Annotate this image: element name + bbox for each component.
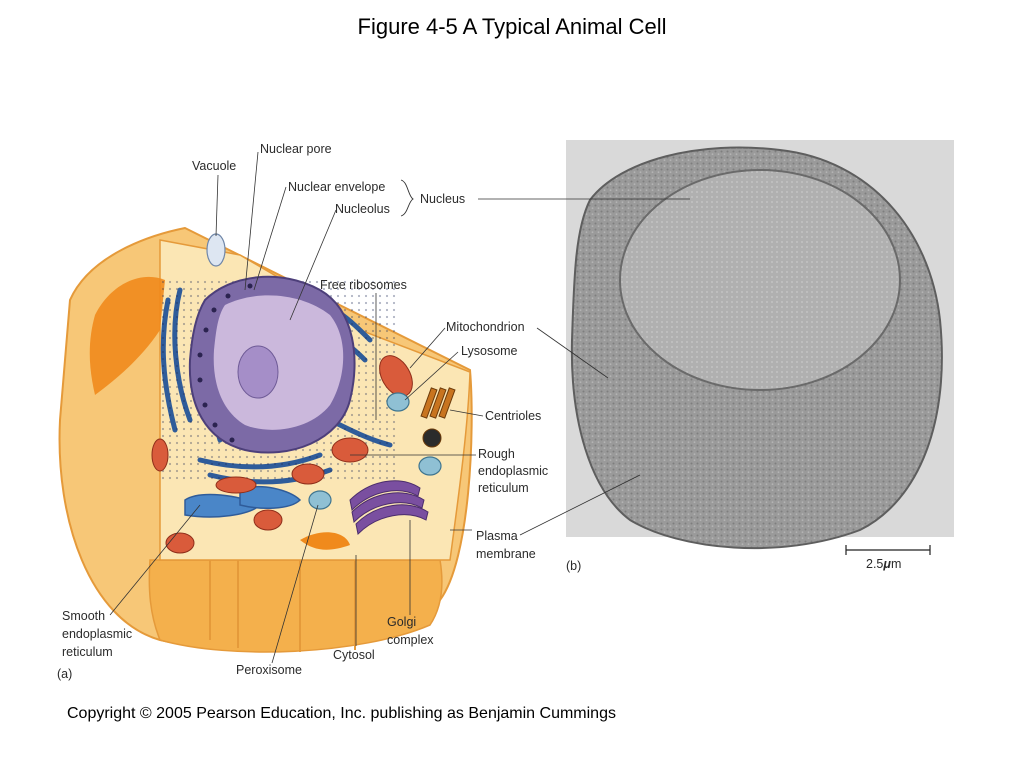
vacuole-shape [206, 233, 226, 267]
label-vacuole: Vacuole [192, 159, 236, 173]
label-nuclear-envelope: Nuclear envelope [288, 180, 385, 194]
label-smooth-er-line1: Smooth [62, 609, 105, 623]
label-lysosome: Lysosome [461, 344, 518, 358]
lysosome-shapes [308, 392, 442, 510]
mitochondria-shapes [151, 355, 413, 554]
cell-illustration [58, 226, 473, 653]
label-free-ribosomes: Free ribosomes [320, 278, 407, 292]
panel-label-b: (b) [566, 559, 581, 573]
label-nuclear-pore: Nuclear pore [260, 142, 332, 156]
label-plasma-membrane-line1: Plasma [476, 529, 518, 543]
scale-bar-prefix: μ [882, 557, 891, 571]
label-peroxisome: Peroxisome [236, 663, 302, 677]
micrograph-panel [566, 140, 954, 555]
label-plasma-membrane-line2: membrane [476, 547, 536, 561]
label-cytosol: Cytosol [333, 648, 375, 662]
label-nucleolus: Nucleolus [335, 202, 390, 216]
label-rough-er-line1: Rough [478, 447, 515, 461]
nucleus-shape [188, 275, 356, 454]
bottom-vesicle [300, 532, 350, 550]
micrograph-nucleus [619, 169, 901, 391]
panel-label-a: (a) [57, 667, 72, 681]
scale-bar-label: 2.5μm [866, 557, 901, 571]
nucleus-brace [400, 179, 414, 217]
copyright-notice: Copyright © 2005 Pearson Education, Inc.… [67, 705, 616, 722]
slide-title: Figure 4-5 A Typical Animal Cell [357, 14, 667, 39]
label-centrioles: Centrioles [485, 409, 541, 423]
nuclear-pores [197, 283, 253, 443]
label-smooth-er-line2: endoplasmic [62, 627, 132, 641]
label-rough-er-line2: endoplasmic [478, 464, 548, 478]
label-golgi-line2: complex [387, 633, 434, 647]
nucleolus-shape [237, 345, 279, 399]
label-smooth-er-line3: reticulum [62, 645, 113, 659]
leader-lines [109, 151, 690, 664]
label-nucleus: Nucleus [420, 192, 465, 206]
slab-grooves [209, 560, 356, 652]
microvilli-patch [89, 276, 165, 395]
label-golgi-line1: Golgi [387, 615, 416, 629]
centriole-shapes [420, 387, 456, 448]
golgi-shapes [349, 480, 429, 536]
cell-bottom-edge [148, 559, 443, 653]
scale-bar-unit: m [891, 557, 901, 571]
nucleoplasm [213, 295, 344, 430]
label-rough-er-line3: reticulum [478, 481, 529, 495]
scale-bar-value: 2.5 [866, 557, 883, 571]
scale-bar [845, 545, 931, 555]
smooth-er-shapes [184, 486, 302, 518]
label-mitochondrion: Mitochondrion [446, 320, 525, 334]
